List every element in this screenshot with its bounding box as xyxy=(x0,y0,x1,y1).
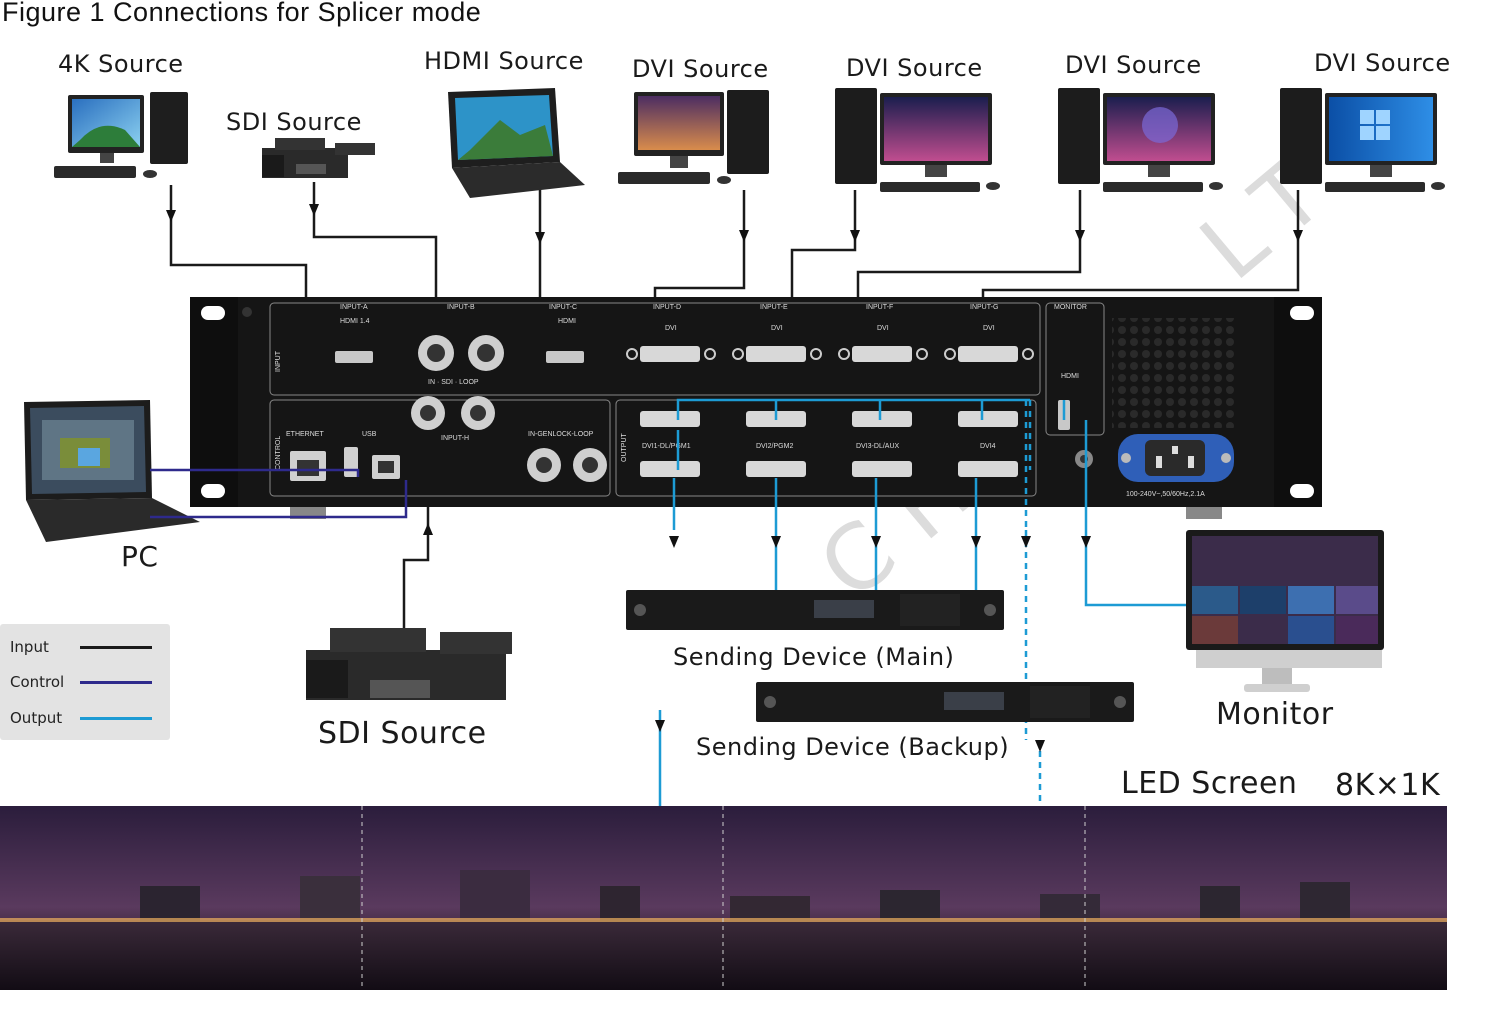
legend-input-line xyxy=(80,646,152,649)
label-control-side: CONTROL xyxy=(275,436,282,470)
label-type-c: HDMI xyxy=(558,318,576,325)
label-led-screen: LED Screen xyxy=(1121,766,1298,801)
label-input-c: INPUT-C xyxy=(549,304,577,311)
source-sdi-camera-top xyxy=(262,138,375,178)
label-sending-backup: Sending Device (Backup) xyxy=(696,733,1010,761)
legend-output-label: Output xyxy=(10,709,63,727)
control-lines xyxy=(150,468,408,519)
label-out-1: DVI1-DL/PGM1 xyxy=(642,443,691,450)
label-dvi-source-3: DVI Source xyxy=(1065,51,1202,79)
label-usb: USB xyxy=(362,431,377,438)
label-dvi-source-2: DVI Source xyxy=(846,54,983,82)
label-type-monitor: HDMI xyxy=(1061,373,1079,380)
label-pc: PC xyxy=(121,540,159,573)
label-led-resolution: 8K×1K xyxy=(1335,768,1441,803)
source-dvi-2-computer xyxy=(835,88,1000,192)
legend-control-label: Control xyxy=(10,673,65,691)
label-genlock: IN-GENLOCK-LOOP xyxy=(528,431,594,438)
monitor-display xyxy=(1186,530,1384,692)
label-input-d: INPUT-D xyxy=(653,304,681,311)
label-power: 100-240V~,50/60Hz,2.1A xyxy=(1126,491,1205,498)
label-out-3: DVI3-DL/AUX xyxy=(856,443,900,450)
label-input-f: INPUT-F xyxy=(866,304,893,311)
led-screen xyxy=(0,806,1447,990)
source-hdmi-laptop xyxy=(448,88,585,198)
label-sending-main: Sending Device (Main) xyxy=(673,643,955,671)
output-lines xyxy=(658,398,1188,806)
label-dvi-source-4: DVI Source xyxy=(1314,49,1451,77)
label-input-b: INPUT-B xyxy=(447,304,475,311)
label-output-side: OUTPUT xyxy=(621,433,628,463)
pc-laptop xyxy=(24,400,200,542)
legend: Input Control Output xyxy=(0,624,170,740)
output-arrows xyxy=(655,536,1091,752)
label-type-e: DVI xyxy=(771,325,783,332)
legend-input-label: Input xyxy=(10,638,49,656)
label-out-2: DVI2/PGM2 xyxy=(756,443,793,450)
label-sdi-source-bottom: SDI Source xyxy=(318,716,487,751)
source-dvi-1-computer xyxy=(618,90,769,184)
figure-title: Figure 1 Connections for Splicer mode xyxy=(2,0,482,27)
source-4k-computer xyxy=(54,92,188,178)
label-input-side: INPUT xyxy=(275,350,282,372)
label-input-h: INPUT-H xyxy=(441,435,469,442)
label-sdi-source-top: SDI Source xyxy=(226,108,362,136)
label-ethernet: ETHERNET xyxy=(286,431,324,438)
label-4k-source: 4K Source xyxy=(58,50,184,78)
label-monitor: MONITOR xyxy=(1054,304,1087,311)
label-out-4: DVI4 xyxy=(980,443,996,450)
label-sdi-loop: IN · SDI · LOOP xyxy=(428,379,479,386)
label-monitor: Monitor xyxy=(1216,697,1334,732)
source-dvi-4-computer xyxy=(1280,88,1445,192)
splicer-device-panel xyxy=(190,297,1322,519)
legend-control-line xyxy=(80,681,152,684)
source-dvi-3-computer xyxy=(1058,88,1223,192)
sending-device-backup xyxy=(756,682,1134,722)
label-input-a: INPUT-A xyxy=(340,304,368,311)
input-arrows xyxy=(166,204,1303,535)
label-input-e: INPUT-E xyxy=(760,304,788,311)
panel-labels: INPUT-A INPUT-B INPUT-C INPUT-D INPUT-E … xyxy=(275,304,1205,498)
label-type-g: DVI xyxy=(983,325,995,332)
label-type-d: DVI xyxy=(665,325,677,332)
legend-output-line xyxy=(80,717,152,720)
label-type-f: DVI xyxy=(877,325,889,332)
sending-device-main xyxy=(626,590,1004,630)
source-sdi-camera-bottom xyxy=(306,628,512,700)
label-input-g: INPUT-G xyxy=(970,304,998,311)
label-type-a: HDMI 1.4 xyxy=(340,318,370,325)
label-dvi-source-1: DVI Source xyxy=(632,55,769,83)
label-hdmi-source: HDMI Source xyxy=(424,47,584,75)
